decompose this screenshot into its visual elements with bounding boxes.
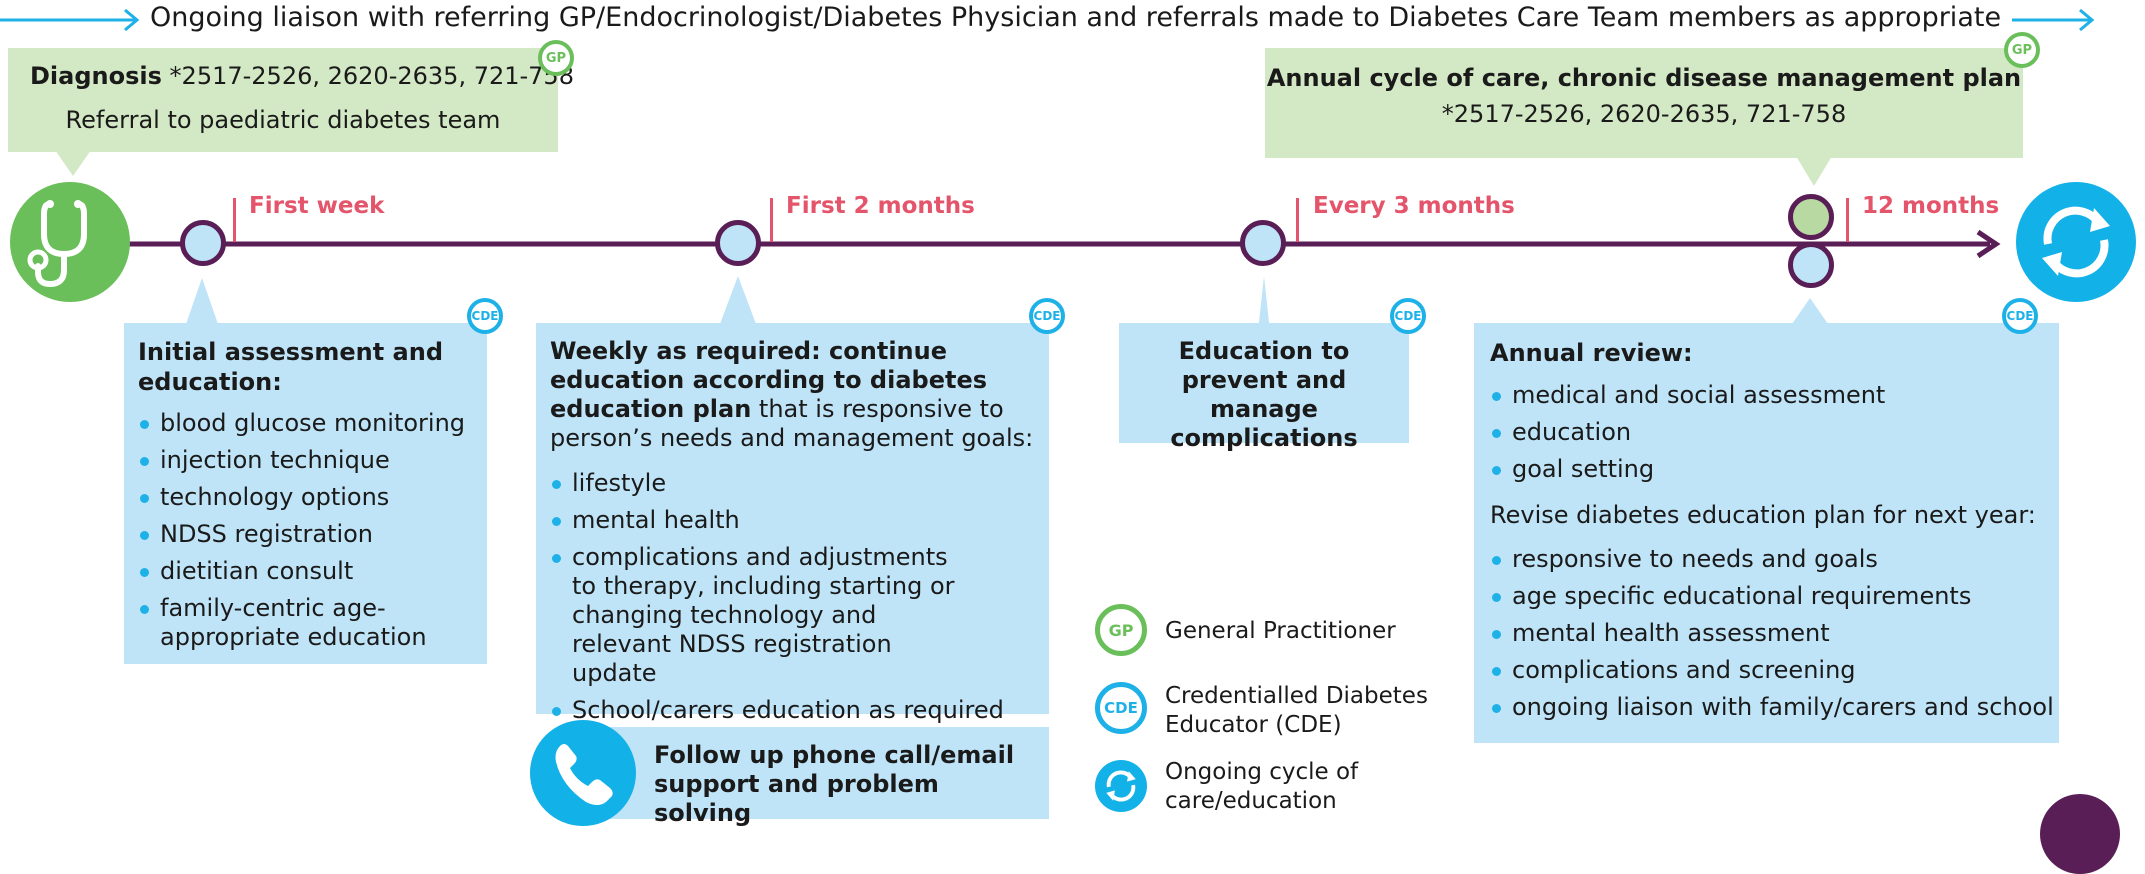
weekly-heading: Weekly as required: continue education a…	[550, 337, 988, 423]
initial-assessment-box: Initial assessment and education: blood …	[124, 323, 487, 664]
milestone-tick	[1296, 198, 1299, 242]
annual-cycle-box: Annual cycle of care, chronic disease ma…	[1265, 48, 2023, 158]
initial-heading: Initial assessment and education:	[138, 338, 443, 396]
legend-cde-badge: CDE	[1095, 682, 1147, 734]
cde-badge: CDE	[1390, 298, 1426, 334]
diagnosis-subtitle: Referral to paediatric diabetes team	[65, 106, 501, 134]
diagnosis-pointer	[55, 150, 91, 176]
diagnosis-box: Diagnosis *2517-2526, 2620-2635, 721-758…	[8, 48, 574, 152]
legend-cde-label: Credentialled Diabetes Educator (CDE)	[1165, 683, 1428, 738]
phone-icon	[530, 720, 636, 826]
initial-list: blood glucose monitoring injection techn…	[138, 409, 478, 652]
list-item: injection technique	[138, 446, 478, 475]
education-complications-box: Education to prevent and manage complica…	[1119, 323, 1409, 452]
milestone-12-months: 12 months	[1862, 193, 2000, 219]
cde-badge: CDE	[2002, 298, 2038, 334]
cde-badge: CDE	[467, 298, 503, 334]
legend-gp-label: General Practitioner	[1165, 618, 1396, 644]
list-item: blood glucose monitoring	[138, 409, 478, 438]
list-item: School/carers education as required	[550, 696, 1010, 725]
list-item: mental health	[550, 506, 1010, 535]
list-item: age specific educational requirements	[1490, 582, 2055, 611]
phone-support-text: Follow up phone call/email support and p…	[654, 741, 1015, 827]
annual-cycle-title: Annual cycle of care, chronic disease ma…	[1266, 64, 2022, 92]
milestone-first-week: First week	[249, 193, 385, 219]
timeline-node-annual-review	[1788, 242, 1834, 288]
list-item: NDSS registration	[138, 520, 478, 549]
stethoscope-icon	[10, 182, 130, 302]
list-item: responsive to needs and goals	[1490, 545, 2055, 574]
annual-review-revise: Revise diabetes education plan for next …	[1490, 501, 2036, 529]
list-item: education	[1490, 418, 2050, 447]
list-item: ongoing liaison with family/carers and s…	[1490, 693, 2055, 722]
phone-support-box: Follow up phone call/email support and p…	[560, 727, 1049, 827]
annual-cycle-pointer	[1796, 156, 1832, 186]
liaison-arrows	[0, 8, 2095, 32]
timeline-node-annual-gp	[1788, 194, 1834, 240]
timeline-node-first-2-months	[715, 220, 761, 266]
weekly-education-box: Weekly as required: continue education a…	[536, 323, 1049, 724]
education-text: Education to prevent and manage complica…	[1170, 337, 1358, 452]
list-item: mental health assessment	[1490, 619, 2055, 648]
legend-gp-badge: GP	[1095, 604, 1147, 656]
timeline-node-first-week	[180, 220, 226, 266]
list-item: technology options	[138, 483, 478, 512]
annual-review-list-1: medical and social assessment education …	[1490, 381, 2050, 484]
weekly-body: that is responsive to person’s needs and…	[550, 395, 1034, 452]
legend-cycle-label: Ongoing cycle of care/education	[1165, 759, 1359, 814]
milestone-every-3-months: Every 3 months	[1313, 193, 1515, 219]
cycle-icon	[1095, 760, 1147, 812]
annual-cycle-refs: *2517-2526, 2620-2635, 721-758	[1441, 100, 1847, 128]
annual-review-heading: Annual review:	[1490, 339, 1693, 367]
annual-review-box: Annual review: medical and social assess…	[1474, 323, 2059, 743]
milestone-tick	[1846, 198, 1849, 242]
annual-review-list-2: responsive to needs and goals age specif…	[1490, 545, 2055, 722]
milestone-tick	[233, 198, 236, 242]
legend: GP General Practitioner CDE Credentialle…	[1095, 604, 1465, 822]
diagnosis-title: Diagnosis	[30, 62, 162, 90]
timeline	[120, 229, 2001, 259]
cycle-icon	[2016, 182, 2136, 302]
milestone-first-2-months: First 2 months	[786, 193, 975, 219]
gp-badge: GP	[2004, 32, 2040, 68]
weekly-list: lifestyle mental health complications an…	[550, 469, 1010, 725]
liaison-text: Ongoing liaison with referring GP/Endocr…	[150, 2, 2002, 33]
cde-badge: CDE	[1029, 298, 1065, 334]
arrow-right-icon	[124, 8, 140, 32]
timeline-node-every-3-months	[1240, 220, 1286, 266]
list-item: goal setting	[1490, 455, 2050, 484]
arrow-right-icon	[2079, 8, 2095, 32]
milestone-tick	[770, 198, 773, 242]
diagnosis-refs: *2517-2526, 2620-2635, 721-758	[169, 62, 574, 90]
list-item: complications and adjustments to therapy…	[550, 543, 972, 688]
list-item: complications and screening	[1490, 656, 2055, 685]
box-pointers	[186, 276, 1828, 330]
list-item: medical and social assessment	[1490, 381, 2050, 410]
gp-badge: GP	[538, 40, 574, 76]
list-item: family-centric age-appropriate education	[138, 594, 478, 652]
logo	[2040, 794, 2120, 874]
list-item: lifestyle	[550, 469, 1010, 498]
list-item: dietitian consult	[138, 557, 478, 586]
arrow-right-icon	[1976, 229, 2001, 259]
